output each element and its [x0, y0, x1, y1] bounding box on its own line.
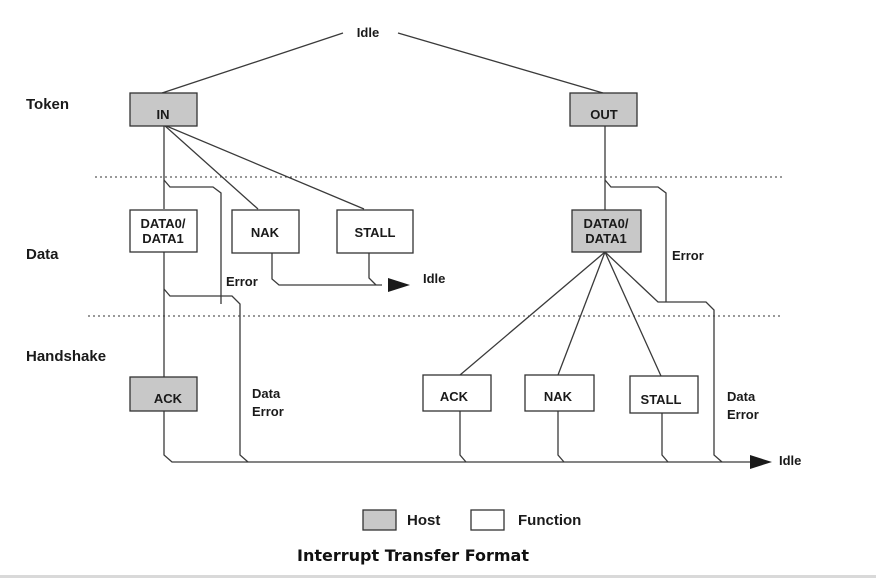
in-nak-label: NAK	[251, 225, 280, 240]
in-data-error-label-line2: Error	[252, 404, 284, 419]
legend-host-swatch	[362, 509, 397, 531]
out-data-error-label-line1: Data	[727, 389, 756, 404]
idle-bottom-label: Idle	[779, 453, 801, 468]
out-data-error-label-line2: Error	[727, 407, 759, 422]
out-data-label-line2: DATA1	[585, 231, 626, 246]
out-nak-box	[524, 374, 595, 412]
in-error-label: Error	[226, 274, 258, 289]
out-error-label: Error	[672, 248, 704, 263]
row-label-token: Token	[26, 96, 69, 113]
out-stall-box	[629, 375, 699, 414]
arrowhead-mid-idle	[388, 278, 410, 292]
out-data-label-line1: DATA0/	[583, 216, 628, 231]
in-nak-box	[231, 209, 300, 254]
out-nak-label: NAK	[544, 389, 573, 404]
out-token-label: OUT	[590, 107, 618, 122]
in-ack-label: ACK	[154, 391, 183, 406]
idle-top-label: Idle	[357, 25, 379, 40]
out-ack-box	[422, 374, 492, 412]
in-data-label-line1: DATA0/	[140, 216, 185, 231]
in-ack-box	[129, 376, 198, 412]
in-stall-label: STALL	[355, 225, 396, 240]
connector-lines	[161, 32, 752, 463]
row-label-data: Data	[26, 246, 59, 263]
out-stall-label: STALL	[641, 392, 682, 407]
arrowhead-bottom-idle	[750, 455, 772, 469]
figure-caption: Interrupt Transfer Format	[297, 546, 529, 565]
out-ack-label: ACK	[440, 389, 469, 404]
in-data-box	[129, 209, 198, 253]
in-data-error-label-line1: Data	[252, 386, 281, 401]
in-token-box	[129, 92, 198, 127]
legend-function-label: Function	[518, 512, 581, 529]
in-token-label: IN	[157, 107, 170, 122]
out-data-box	[571, 209, 642, 253]
row-label-handshake: Handshake	[26, 348, 106, 365]
in-data-label-line2: DATA1	[142, 231, 183, 246]
idle-mid-label: Idle	[423, 271, 445, 286]
legend-function-swatch	[470, 509, 505, 531]
legend-host-label: Host	[407, 512, 440, 529]
bottom-divider	[0, 575, 876, 578]
in-stall-box	[336, 209, 414, 254]
out-token-box	[569, 92, 638, 127]
